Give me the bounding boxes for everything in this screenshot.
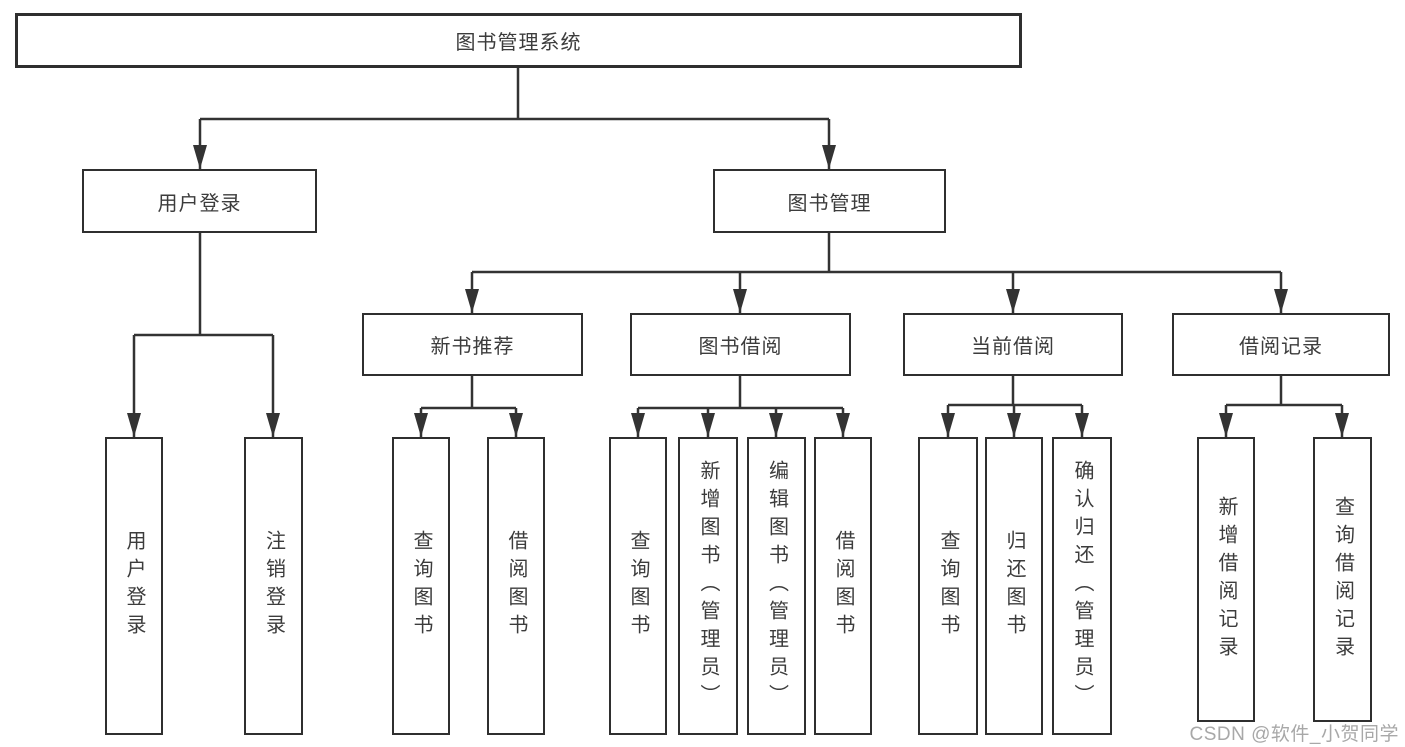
leaf-return-books: 归还图书 [985, 437, 1043, 735]
leaf-query-books-borrowing: 查询图书 [609, 437, 667, 735]
leaf-edit-books-admin: 编辑图书（管理员） [747, 437, 806, 735]
leaf-add-books-admin: 新增图书（管理员） [678, 437, 738, 735]
node-user-login: 用户登录 [82, 169, 317, 233]
leaf-query-books-current: 查询图书 [918, 437, 978, 735]
leaf-borrow-books-recommend: 借阅图书 [487, 437, 545, 735]
leaf-query-borrow-record: 查询借阅记录 [1313, 437, 1372, 722]
node-borrowing-records: 借阅记录 [1172, 313, 1390, 376]
csdn-watermark: CSDN @软件_小贺同学 [1189, 724, 1399, 745]
leaf-user-login: 用户登录 [105, 437, 163, 735]
leaf-add-borrow-record: 新增借阅记录 [1197, 437, 1255, 722]
node-book-management: 图书管理 [713, 169, 946, 233]
leaf-query-books-recommend: 查询图书 [392, 437, 450, 735]
leaf-confirm-return-admin: 确认归还（管理员） [1052, 437, 1112, 735]
node-current-borrowing: 当前借阅 [903, 313, 1123, 376]
leaf-logout: 注销登录 [244, 437, 303, 735]
leaf-borrow-books-borrowing: 借阅图书 [814, 437, 872, 735]
node-new-book-recommendation: 新书推荐 [362, 313, 583, 376]
node-book-borrowing: 图书借阅 [630, 313, 851, 376]
node-library-system: 图书管理系统 [15, 13, 1022, 68]
